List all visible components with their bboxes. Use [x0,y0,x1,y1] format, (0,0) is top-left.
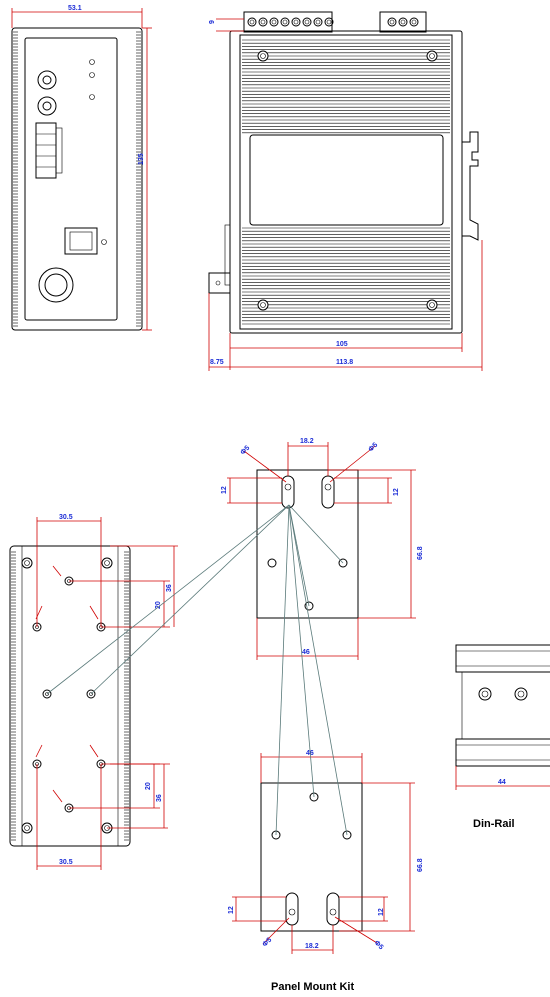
panel-kit-bottom-dims: 46 66.8 12 12 18.2 Φ5 Φ5 [228,750,424,954]
screw-circle [269,17,279,27]
dim-kit-bot-h-left: 12 [228,906,235,914]
screw-circle [260,19,266,25]
screw-circle [302,17,312,27]
dim-plate-h4: 36 [156,794,163,802]
din-rail: 44 [455,644,550,790]
screw-circle [398,17,408,27]
dim-kit-bot-h-right: 12 [378,908,385,916]
dim-side-offset: 8.75 [210,359,224,366]
dim-plate-h1: 20 [155,601,162,609]
screw-circle [409,17,419,27]
terminal-block-b [387,17,419,27]
dim-side-total: 113.8 [336,359,353,366]
dim-plate-h3: 20 [145,782,152,790]
dim-front-height: 135 [138,153,145,165]
screw-circle [411,19,417,25]
dim-kit-hole-right: Φ5 [367,442,379,454]
side-dimensions: 9 105 113.8 8.75 [208,18,483,371]
side-view [208,11,479,334]
caption-panel-mount: Panel Mount Kit [271,981,354,993]
screw-circle [400,19,406,25]
screw-circle [280,17,290,27]
panel-kit-top [256,469,359,619]
front-ribs-left [13,31,18,327]
front-view [11,27,143,331]
screw-circle [389,19,395,25]
plate-ribs-left [11,551,16,841]
screw-circle [326,19,332,25]
dim-plate-w2: 30.5 [59,859,73,866]
screw-circle [387,17,397,27]
screw-circle [293,19,299,25]
dim-kit-top-height: 66.8 [417,546,424,560]
dim-terminal: 9 [209,20,216,24]
screw-circle [291,17,301,27]
side-fins-top [242,39,450,134]
dim-kit-top-gap: 18.2 [300,438,314,445]
screw-circle [249,19,255,25]
panel-kit-top-dims: 18.2 12 12 66.8 46 Φ5 Φ5 [221,438,424,660]
dim-kit-bot-hole-left: Φ5 [261,937,273,949]
screw-circle [282,19,288,25]
dim-kit-hole-left: Φ5 [239,445,251,457]
terminal-block-a [247,17,334,27]
dim-kit-bot-hole-right: Φ5 [373,939,385,951]
dim-kit-bot-height: 66.8 [417,858,424,872]
front-ribs-right [136,31,141,327]
screw-circle [258,17,268,27]
dim-plate-h2: 36 [166,584,173,592]
dim-front-width: 53.1 [68,5,82,12]
panel-kit-bottom [260,782,363,932]
leader-lines [46,504,348,836]
screw-circle [313,17,323,27]
screw-circle [247,17,257,27]
screw-circle [304,19,310,25]
front-dimensions: 53.1 135 [11,5,152,331]
dim-din-width: 44 [498,779,506,786]
plate-ribs-right [124,551,129,841]
plate-dimensions: 30.5 20 36 20 36 30.5 [35,514,178,870]
dim-plate-w1: 30.5 [59,514,73,521]
dim-kit-bot-gap: 18.2 [305,943,319,950]
dim-kit-top-h-right: 12 [393,488,400,496]
side-fins-bottom [242,227,450,325]
caption-din-rail: Din-Rail [473,818,515,830]
screw-circle [315,19,321,25]
rear-plate [9,545,131,847]
dim-kit-top-h-left: 12 [221,486,228,494]
dim-kit-top-width: 46 [302,649,310,656]
dim-side-width: 105 [336,341,348,348]
screw-circle [324,17,334,27]
screw-circle [271,19,277,25]
